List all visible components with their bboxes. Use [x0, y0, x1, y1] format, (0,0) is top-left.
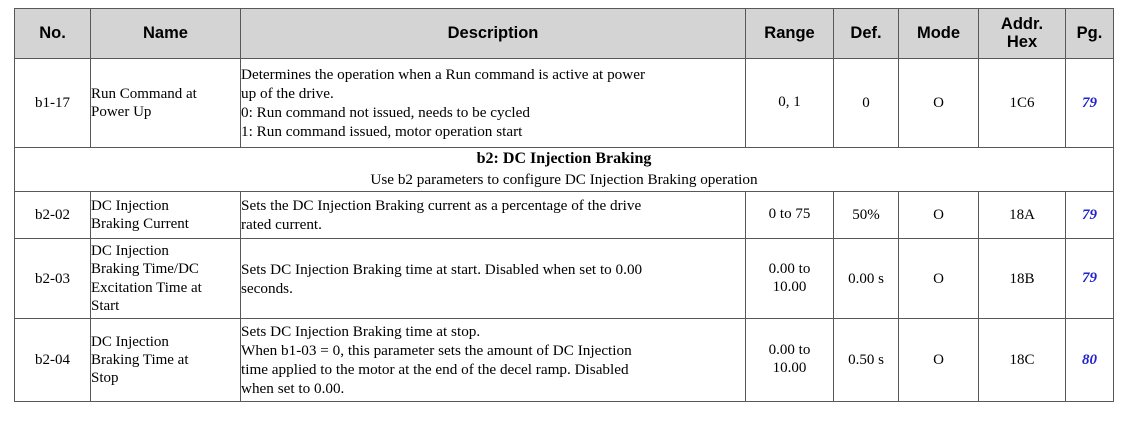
section-band: b2: DC Injection Braking Use b2 paramete…	[14, 147, 1114, 192]
description-line: when set to 0.00.	[241, 380, 345, 397]
column-header-name: Name	[90, 8, 241, 59]
description-line: up of the drive.	[241, 85, 334, 102]
parameter-table-container: No. Name Description Range Def. Mode Add…	[14, 8, 1114, 402]
cell-parameter-range: 0 to 75	[745, 191, 834, 239]
cell-parameter-range: 0.00 to 10.00	[745, 238, 834, 319]
description-line: When b1-03 = 0, this parameter sets the …	[241, 342, 632, 359]
cell-parameter-default: 0.00 s	[833, 238, 899, 319]
table-header-row: No. Name Description Range Def. Mode Add…	[14, 8, 1114, 59]
cell-parameter-range: 0, 1	[745, 58, 834, 148]
range-line: 0 to 75	[768, 206, 811, 223]
cell-parameter-number: b2-04	[14, 318, 91, 402]
cell-parameter-name: Run Command at Power Up	[90, 58, 241, 148]
table-row: b2-03 DC Injection Braking Time/DC Excit…	[14, 238, 1114, 319]
table-row: b2-04 DC Injection Braking Time at Stop …	[14, 318, 1114, 402]
table-row: b2-02 DC Injection Braking Current Sets …	[14, 191, 1114, 239]
column-header-addr-line1: Addr.	[1000, 15, 1044, 34]
description-line: time applied to the motor at the end of …	[241, 361, 629, 378]
name-line: Braking Time at	[91, 351, 189, 368]
section-subtitle: Use b2 parameters to configure DC Inject…	[370, 171, 758, 189]
cell-page-link[interactable]: 79	[1065, 58, 1114, 148]
cell-page-link[interactable]: 79	[1065, 238, 1114, 319]
cell-page-link[interactable]: 80	[1065, 318, 1114, 402]
cell-parameter-default: 50%	[833, 191, 899, 239]
cell-parameter-description: Sets DC Injection Braking time at start.…	[240, 238, 746, 319]
cell-parameter-mode: O	[898, 58, 979, 148]
cell-parameter-description: Sets DC Injection Braking time at stop. …	[240, 318, 746, 402]
cell-parameter-address: 18A	[978, 191, 1066, 239]
name-line: Power Up	[91, 104, 152, 120]
range-line: 10.00	[772, 278, 807, 295]
cell-parameter-mode: O	[898, 191, 979, 239]
name-line: Braking Time/DC	[91, 261, 199, 278]
name-line: DC Injection	[91, 333, 169, 350]
column-header-pg: Pg.	[1065, 8, 1114, 59]
description-line: Sets the DC Injection Braking current as…	[241, 197, 642, 214]
cell-parameter-number: b2-02	[14, 191, 91, 239]
cell-parameter-mode: O	[898, 238, 979, 319]
cell-parameter-name: DC Injection Braking Time at Stop	[90, 318, 241, 402]
column-header-no: No.	[14, 8, 91, 59]
range-line: 0.00 to	[768, 342, 811, 359]
cell-parameter-name: DC Injection Braking Time/DC Excitation …	[90, 238, 241, 319]
cell-parameter-description: Sets the DC Injection Braking current as…	[240, 191, 746, 239]
cell-parameter-default: 0.50 s	[833, 318, 899, 402]
name-line: Braking Current	[91, 216, 189, 232]
table-body: b1-17 Run Command at Power Up Determines…	[14, 58, 1114, 402]
cell-parameter-name: DC Injection Braking Current	[90, 191, 241, 239]
parameter-table: No. Name Description Range Def. Mode Add…	[14, 8, 1114, 402]
cell-parameter-default: 0	[833, 58, 899, 148]
column-header-range: Range	[745, 8, 834, 59]
cell-parameter-mode: O	[898, 318, 979, 402]
cell-parameter-range: 0.00 to 10.00	[745, 318, 834, 402]
name-line: Start	[91, 297, 120, 314]
description-line: Determines the operation when a Run comm…	[241, 66, 646, 83]
range-line: 0.00 to	[768, 260, 811, 277]
section-title: b2: DC Injection Braking	[476, 150, 652, 168]
description-line: rated current.	[241, 216, 322, 233]
column-header-mode: Mode	[898, 8, 979, 59]
name-line: Run Command at	[91, 85, 197, 102]
description-line: Sets DC Injection Braking time at start.…	[241, 260, 643, 278]
description-line: 0: Run command not issued, needs to be c…	[241, 104, 530, 121]
cell-parameter-address: 18B	[978, 238, 1066, 319]
description-line: seconds.	[241, 279, 293, 297]
name-line: Stop	[91, 370, 119, 387]
name-line: DC Injection	[91, 197, 169, 214]
description-line: 1: Run command issued, motor operation s…	[241, 123, 523, 140]
column-header-addr-hex: Addr. Hex	[978, 8, 1066, 59]
range-line: 0, 1	[778, 94, 801, 111]
cell-parameter-number: b1-17	[14, 58, 91, 148]
description-line: Sets DC Injection Braking time at stop.	[241, 323, 481, 340]
table-section-row: b2: DC Injection Braking Use b2 paramete…	[14, 147, 1114, 192]
cell-parameter-number: b2-03	[14, 238, 91, 319]
range-line: 10.00	[772, 360, 807, 376]
cell-parameter-address: 18C	[978, 318, 1066, 402]
name-line: DC Injection	[91, 242, 169, 259]
column-header-addr-line2: Hex	[1006, 32, 1038, 51]
column-header-description: Description	[240, 8, 746, 59]
table-row: b1-17 Run Command at Power Up Determines…	[14, 58, 1114, 148]
cell-parameter-description: Determines the operation when a Run comm…	[240, 58, 746, 148]
table-header: No. Name Description Range Def. Mode Add…	[14, 8, 1114, 59]
name-line: Excitation Time at	[91, 279, 202, 296]
cell-parameter-address: 1C6	[978, 58, 1066, 148]
cell-page-link[interactable]: 79	[1065, 191, 1114, 239]
column-header-def: Def.	[833, 8, 899, 59]
